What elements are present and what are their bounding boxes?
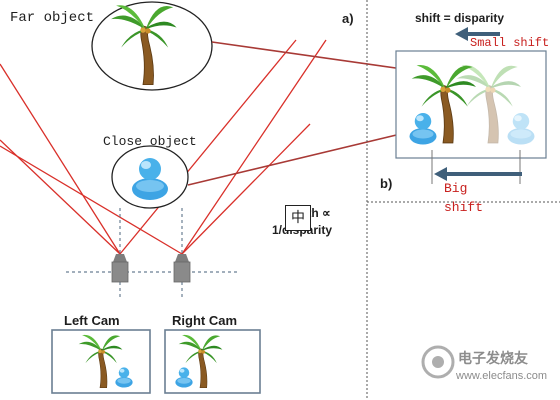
panel-b-composite [395,27,547,184]
watermark-logo-dot [432,356,444,368]
camera-rig [66,208,240,300]
left-camera-icon [111,261,129,283]
right-cam-lens [175,254,189,262]
small-shift-label: Small shift [470,36,550,50]
ray-line [181,123,311,255]
camera-ray-lines [0,39,327,255]
ray-line [181,39,327,255]
watermark-logo-icon [421,345,455,379]
left-cam-lens [113,254,127,262]
big-shift-arrowhead [434,167,447,181]
watermark-cn: 电子发烧友 [458,350,528,366]
ray-line [0,145,183,255]
panel-a-label: a) [342,11,354,26]
panel-dividers [366,0,560,400]
right-cam-view [164,329,261,394]
close-object-label: Close object [103,134,197,149]
ray-line [0,139,121,255]
right-cam-label: Right Cam [172,313,237,328]
left-cam-view [51,329,151,394]
far-object-ellipse [91,1,213,91]
pointer-arrows [187,41,419,186]
small-shift-arrowhead [455,27,468,41]
ray-line [119,39,297,255]
far-pointer-arrow [211,41,411,71]
watermark-url: www.elecfans.com [456,370,548,382]
ray-line [0,63,121,255]
far-object [91,1,213,91]
big-shift-label-line1: Big [444,181,468,196]
big-shift-label-line2: shift [444,200,484,215]
close-object [111,145,189,209]
watermark-logo [421,345,455,379]
left-cam-label: Left Cam [64,313,120,328]
ime-badge: 中 [285,205,311,231]
far-object-label: Far object [10,10,95,26]
panel-b-label: b) [380,176,393,191]
close-pointer-arrow [187,130,414,186]
right-camera-icon [173,261,191,283]
panel-b-title: shift = disparity [415,11,505,25]
